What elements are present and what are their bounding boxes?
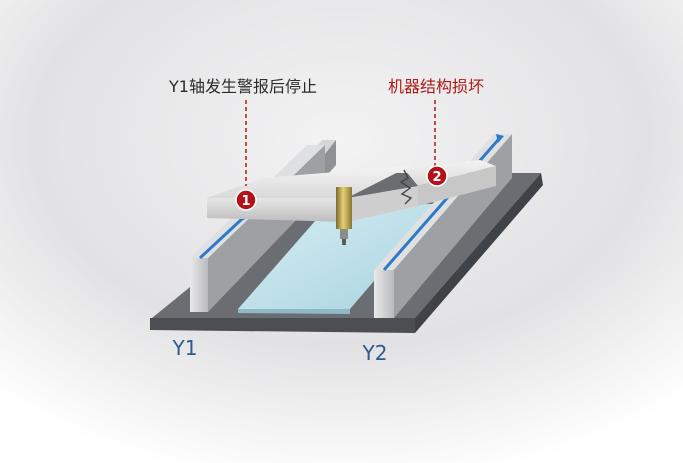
spindle: [336, 187, 352, 245]
watermark: 百家号/数控小维: [580, 435, 668, 450]
y1-motion-arrow: [198, 216, 245, 260]
marker-1-number: 1: [241, 194, 250, 209]
label-machine-damage: 机器结构损坏: [388, 77, 484, 96]
marker-2: 2: [426, 165, 448, 187]
marker-1: 1: [235, 189, 257, 211]
y2-arrow-head: [496, 134, 504, 143]
label-y1-stop: Y1轴发生警报后停止: [168, 77, 317, 96]
crack-line: [399, 169, 413, 205]
marker-2-number: 2: [432, 170, 441, 185]
work-table: [238, 204, 440, 314]
axis-label-y1: Y1: [172, 336, 198, 360]
axis-label-y2: Y2: [362, 341, 388, 365]
